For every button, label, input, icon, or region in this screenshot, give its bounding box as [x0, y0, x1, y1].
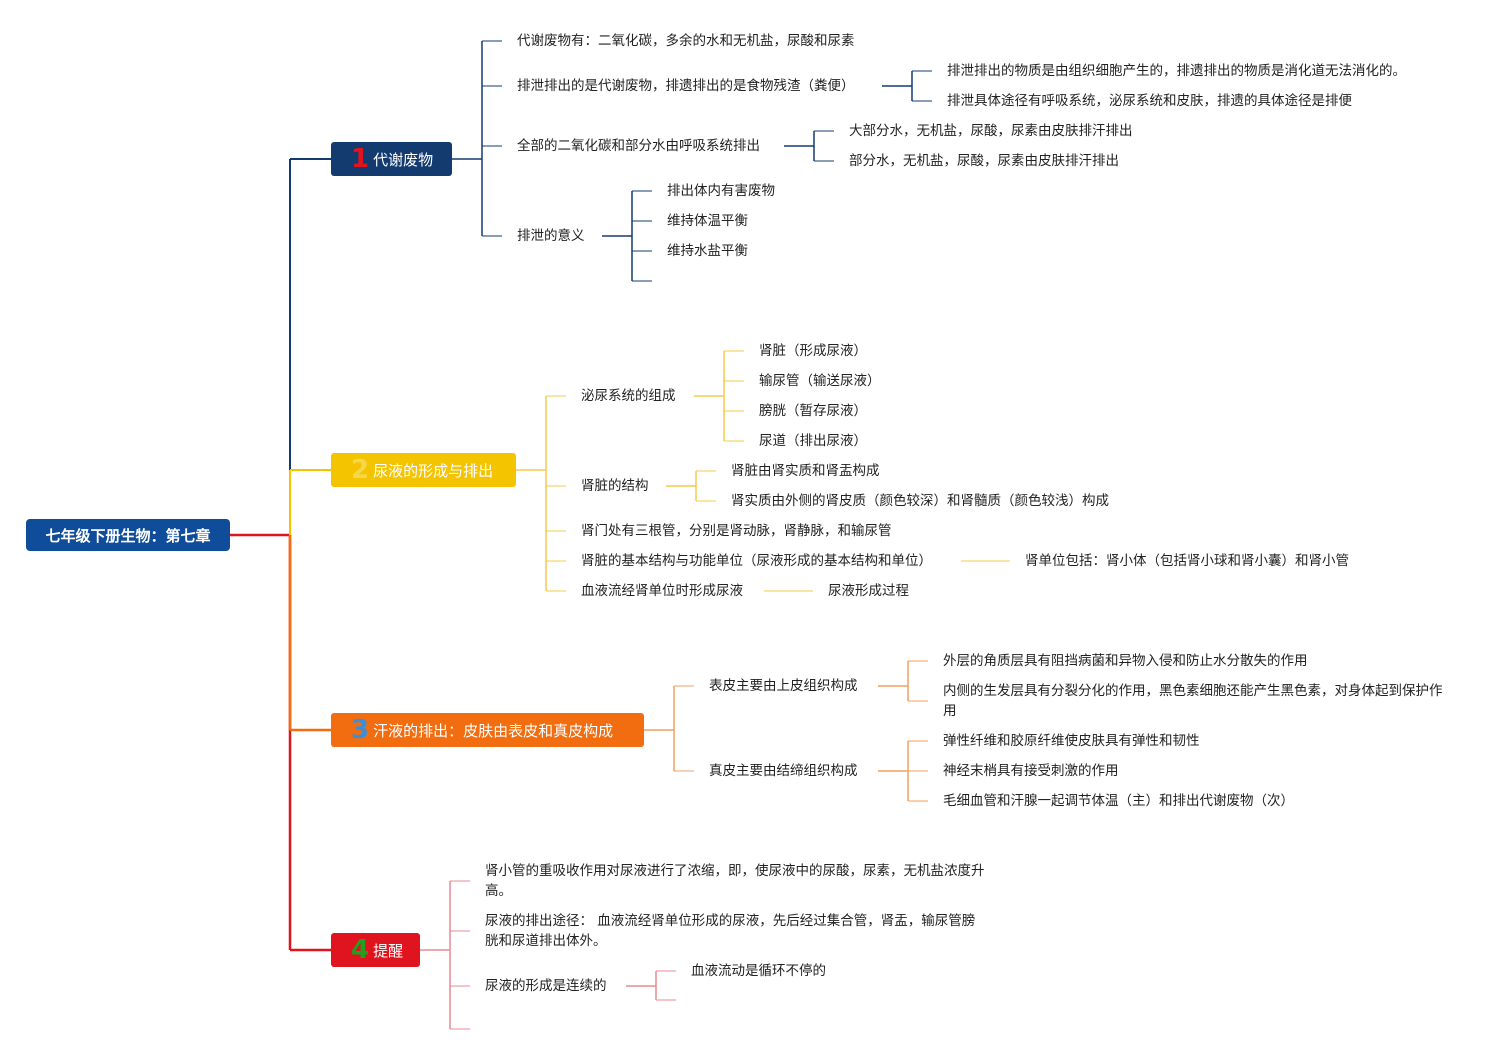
b3-nerve-endings[interactable]: 神经末梢具有接受刺激的作用 — [943, 763, 1119, 779]
b3-fibers[interactable]: 弹性纤维和胶原纤维使皮肤具有弹性和韧性 — [943, 733, 1200, 749]
branch-4-number: 4 — [351, 935, 370, 965]
b2-ureter[interactable]: 输尿管（输送尿液） — [759, 373, 881, 389]
branch-1-number: 1 — [351, 144, 370, 174]
b2-urethra[interactable]: 尿道（排出尿液） — [759, 433, 867, 449]
branch-3-label: 汗液的排出：皮肤由表皮和真皮构成 — [373, 721, 614, 740]
b4-continuous-formation[interactable]: 尿液的形成是连续的 — [485, 978, 607, 994]
b2-kidney[interactable]: 肾脏（形成尿液） — [759, 343, 867, 359]
b3-epidermis[interactable]: 表皮主要由上皮组织构成 — [709, 678, 858, 694]
branch-1-topic[interactable]: 1 代谢废物 — [331, 142, 452, 176]
b1-skin-excretion-b[interactable]: 部分水，无机盐，尿酸，尿素由皮肤排汗排出 — [849, 153, 1119, 169]
b1-excretion-significance[interactable]: 排泄的意义 — [517, 228, 585, 244]
b2-urinary-system[interactable]: 泌尿系统的组成 — [581, 388, 676, 404]
branch-4-topic[interactable]: 4 提醒 — [331, 933, 420, 967]
b2-bladder[interactable]: 膀胱（暂存尿液） — [759, 403, 867, 419]
b2-kidney-structure-b[interactable]: 肾实质由外侧的肾皮质（颜色较深）和肾髓质（颜色较浅）构成 — [731, 493, 1109, 509]
branch-4-label: 提醒 — [373, 941, 404, 960]
b1-metabolic-waste-list[interactable]: 代谢废物有：二氧化碳，多余的水和无机盐，尿酸和尿素 — [517, 33, 855, 49]
branch-3-number: 3 — [351, 715, 370, 745]
b1-significance-b[interactable]: 维持体温平衡 — [667, 213, 748, 229]
b2-kidney-structure-a[interactable]: 肾脏由肾实质和肾盂构成 — [731, 463, 880, 479]
b1-respiratory-excretion[interactable]: 全部的二氧化碳和部分水由呼吸系统排出 — [517, 138, 760, 154]
b3-stratum-basale[interactable]: 内侧的生发层具有分裂分化的作用，黑色素细胞还能产生黑色素，对身体起到保护作用 — [943, 683, 1443, 719]
b4-excretion-path-note[interactable]: 尿液的排出途径： 血液流经肾单位形成的尿液，先后经过集合管，肾盂，输尿管膀胱和尿… — [485, 913, 976, 949]
b4-reabsorption-note[interactable]: 肾小管的重吸收作用对尿液进行了浓缩，即，使尿液中的尿酸，尿素，无机盐浓度升高。 — [485, 863, 985, 899]
b1-significance-c[interactable]: 维持水盐平衡 — [667, 243, 748, 259]
b1-skin-excretion-a[interactable]: 大部分水，无机盐，尿酸，尿素由皮肤排汗排出 — [849, 123, 1133, 139]
b2-kidney-structure[interactable]: 肾脏的结构 — [581, 478, 649, 494]
b3-capillaries-glands[interactable]: 毛细血管和汗腺一起调节体温（主）和排出代谢废物（次） — [943, 793, 1294, 809]
b3-stratum-corneum[interactable]: 外层的角质层具有阻挡病菌和异物入侵和防止水分散失的作用 — [943, 653, 1308, 669]
branch-2-topic[interactable]: 2 尿液的形成与排出 — [331, 453, 516, 487]
b2-functional-unit[interactable]: 肾脏的基本结构与功能单位（尿液形成的基本结构和单位） — [581, 553, 932, 569]
b4-blood-circulation[interactable]: 血液流动是循环不停的 — [691, 963, 826, 979]
b1-significance-a[interactable]: 排出体内有害废物 — [667, 183, 775, 199]
branch-2-number: 2 — [351, 455, 370, 485]
b3-dermis[interactable]: 真皮主要由结缔组织构成 — [709, 763, 858, 779]
branch-2-label: 尿液的形成与排出 — [373, 461, 494, 480]
b2-renal-hilum[interactable]: 肾门处有三根管，分别是肾动脉，肾静脉，和输尿管 — [581, 523, 892, 539]
root-topic[interactable]: 七年级下册生物：第七章 — [26, 519, 230, 551]
b1-excretion-routes[interactable]: 排泄具体途径有呼吸系统，泌尿系统和皮肤，排遗的具体途径是排便 — [947, 93, 1352, 109]
branch-1-label: 代谢废物 — [373, 150, 434, 169]
b2-urine-formation[interactable]: 血液流经肾单位时形成尿液 — [581, 583, 743, 599]
b2-formation-process[interactable]: 尿液形成过程 — [828, 583, 909, 599]
b1-excretion-source[interactable]: 排泄排出的物质是由组织细胞产生的，排遗排出的物质是消化道无法消化的。 — [947, 63, 1406, 79]
b2-nephron[interactable]: 肾单位包括：肾小体（包括肾小球和肾小囊）和肾小管 — [1025, 553, 1349, 569]
branch-3-topic[interactable]: 3 汗液的排出：皮肤由表皮和真皮构成 — [331, 713, 644, 747]
b1-excretion-vs-egestion[interactable]: 排泄排出的是代谢废物，排遗排出的是食物残渣（粪便） — [517, 78, 855, 94]
